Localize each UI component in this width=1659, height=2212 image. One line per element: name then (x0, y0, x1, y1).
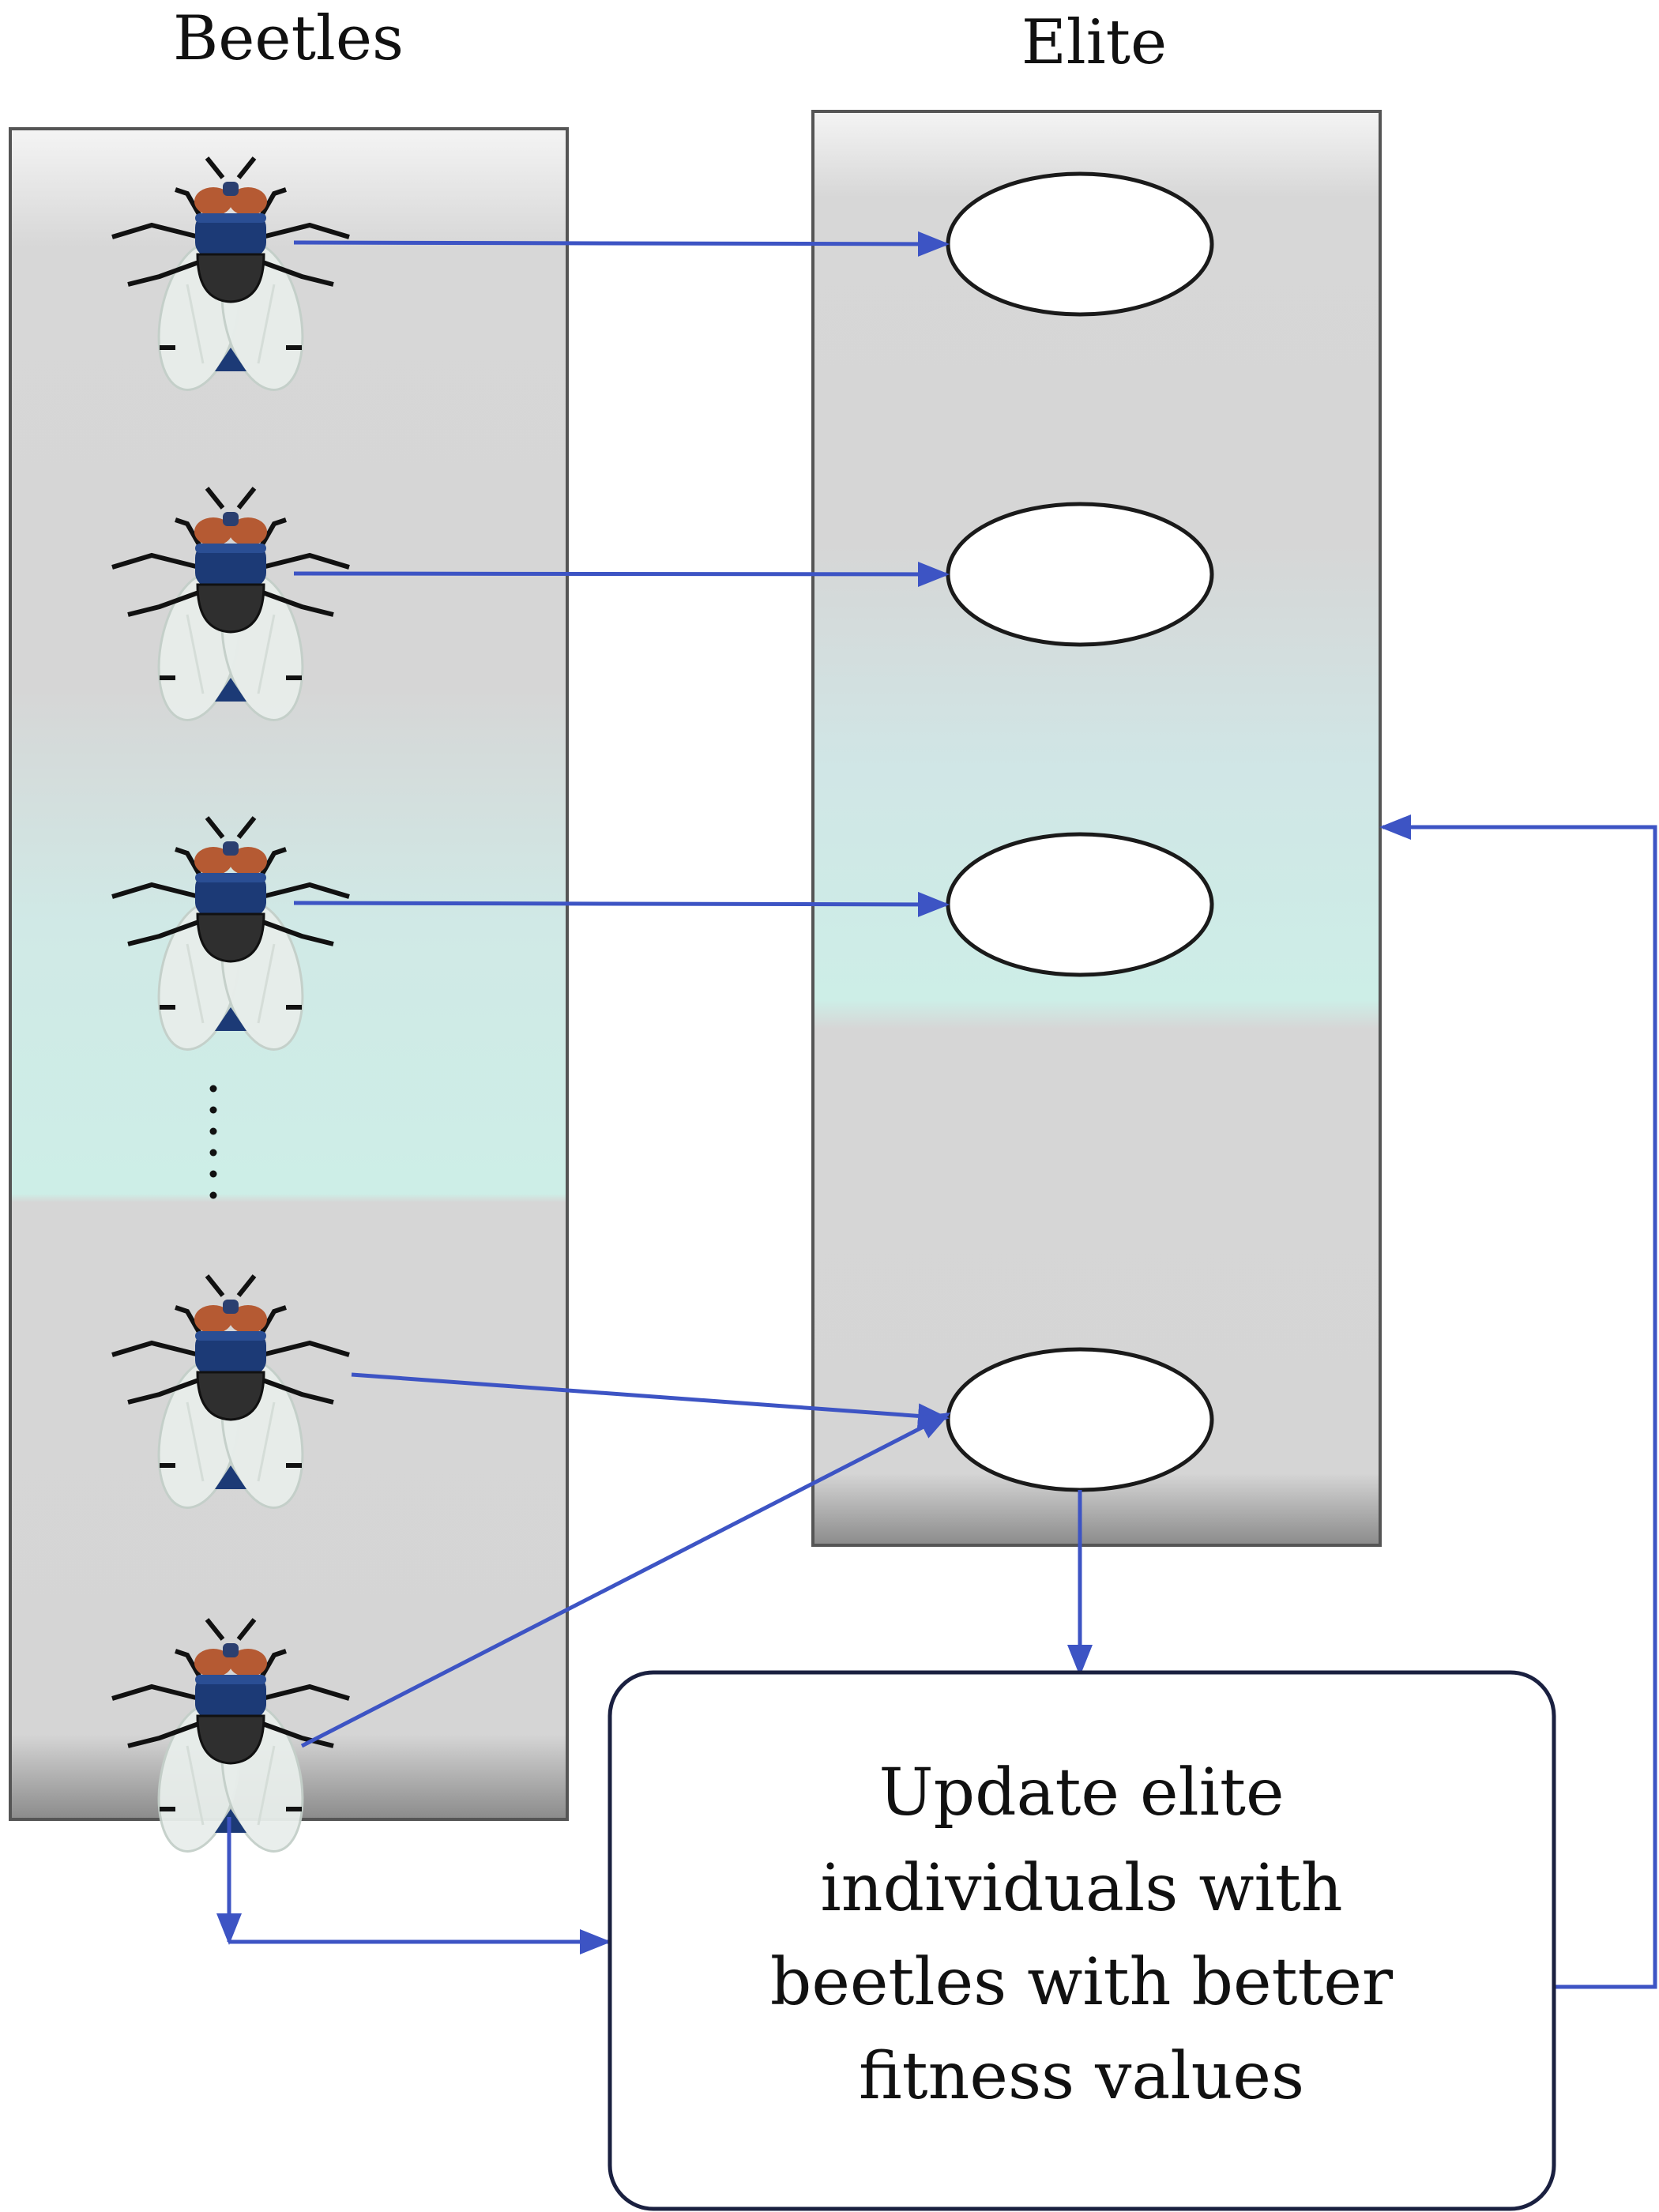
elite-panel (811, 110, 1382, 1547)
update-to-elite-feedback-arrow (1379, 814, 1657, 1989)
beetle-to-elite-arrow (293, 231, 950, 257)
more-beetles-ellipsis (209, 1085, 217, 1199)
update-box-line-1: Update elite (879, 1755, 1285, 1830)
elite-title: Elite (1021, 7, 1167, 78)
update-elite-box (608, 1670, 1556, 2211)
update-box-line-4: fitness values (859, 2039, 1304, 2114)
elite-slot (946, 171, 1214, 317)
elite-slot (946, 502, 1214, 647)
elite-slot (946, 1347, 1214, 1492)
elite-slot (946, 832, 1214, 977)
beetles-title: Beetles (173, 3, 404, 74)
beetle-to-elite-arrow (351, 1372, 950, 1429)
beetle-to-elite-arrow (300, 1412, 951, 1748)
beetle-to-elite-arrow (293, 891, 950, 917)
update-box-line-3: beetles with better (770, 1945, 1394, 2020)
update-box-line-2: individuals with (820, 1851, 1342, 1926)
